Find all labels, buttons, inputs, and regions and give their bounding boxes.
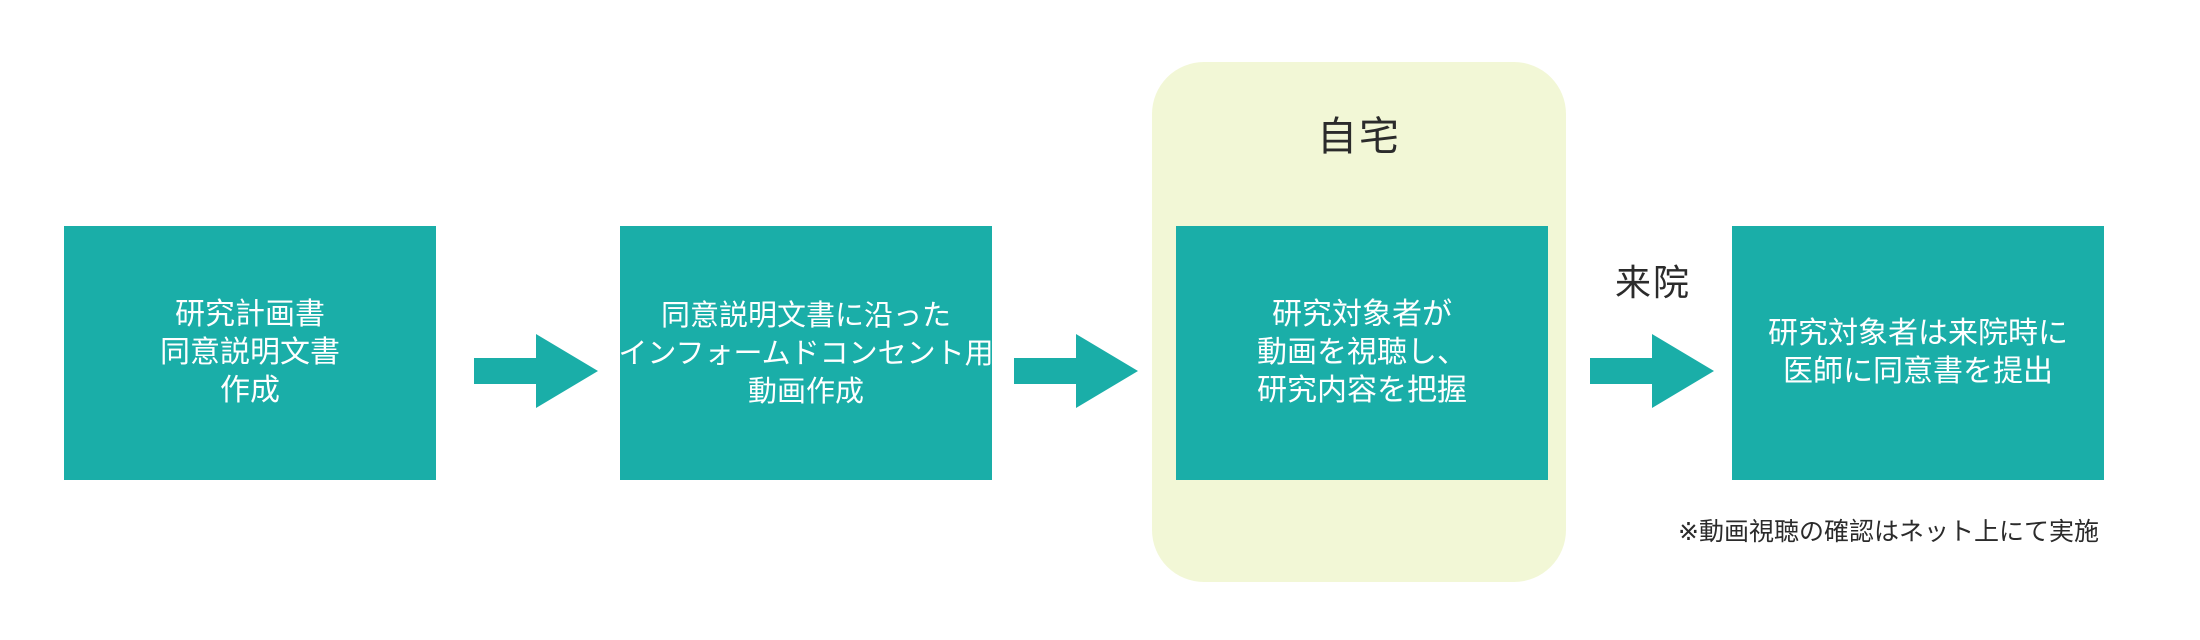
step-text-line: 研究対象者は来院時に [1768, 316, 2068, 351]
arrow-label-visit: 来院 [1614, 263, 1691, 304]
step-text-line: 医師に同意書を提出 [1783, 354, 2053, 389]
footnote: ※動画視聴の確認はネット上にて実施 [1678, 517, 2099, 546]
right-arrow-icon [474, 334, 598, 408]
step-text-line: 動画を視聴し、 [1257, 335, 1467, 370]
right-arrow-icon [1014, 334, 1138, 408]
step-text-line: 研究計画書 [175, 297, 325, 332]
step-text-line: 研究対象者が [1272, 297, 1452, 332]
right-arrow-icon [1590, 334, 1714, 408]
step-box-watch-video: 研究対象者が 動画を視聴し、 研究内容を把握 [1176, 226, 1548, 480]
step-text-line: 同意説明文書に沿った [660, 298, 951, 332]
step-text-line: 研究内容を把握 [1257, 373, 1467, 408]
step-box-plan-documents: 研究計画書 同意説明文書 作成 [64, 226, 436, 480]
step-box-submit-consent: 研究対象者は来院時に 医師に同意書を提出 [1732, 226, 2104, 480]
step-text-line: インフォームドコンセント用 [618, 336, 994, 370]
step-text-line: 作成 [220, 373, 280, 408]
home-zone-label: 自宅 [1317, 114, 1401, 160]
step-box-video-creation: 同意説明文書に沿った インフォームドコンセント用 動画作成 [618, 226, 994, 480]
step-text-line: 動画作成 [747, 374, 864, 408]
step-text-line: 同意説明文書 [160, 335, 340, 370]
